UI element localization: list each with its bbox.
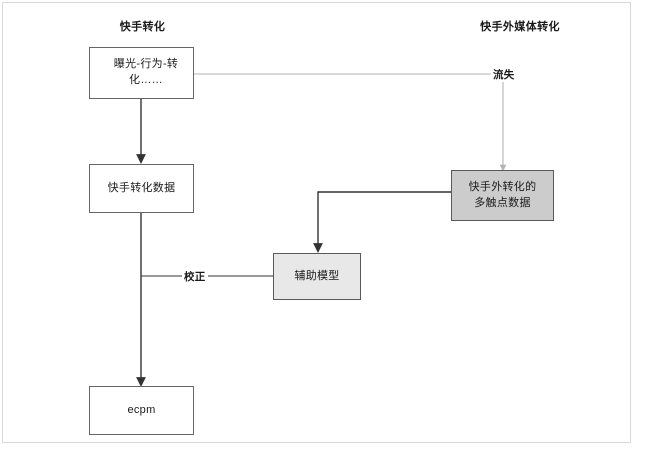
node-auxiliary-model-label: 辅助模型 xyxy=(294,269,340,282)
left-column-title: 快手转化 xyxy=(119,21,166,33)
node-ecpm[interactable]: ecpm xyxy=(89,386,194,435)
node-auxiliary-model[interactable]: 辅助模型 xyxy=(273,253,361,300)
node-exposure-behavior-conversion-label: 曝光-行为-转化…… xyxy=(113,58,179,86)
right-column-title: 快手外媒体转化 xyxy=(480,21,560,33)
node-offsite-multitouch-data-label: 快手外转化的 多触点数据 xyxy=(468,180,537,209)
node-kuaishou-conversion-data[interactable]: 快手转化数据 xyxy=(89,164,194,213)
node-ecpm-label: ecpm xyxy=(127,403,156,416)
node-exposure-behavior-conversion[interactable]: 曝光-行为-转化…… xyxy=(89,47,194,99)
node-kuaishou-conversion-data-label: 快手转化数据 xyxy=(107,181,176,194)
node-offsite-multitouch-data[interactable]: 快手外转化的 多触点数据 xyxy=(451,170,554,221)
edge-label-calibration: 校正 xyxy=(182,269,208,284)
edge-label-churn: 流失 xyxy=(491,67,517,82)
